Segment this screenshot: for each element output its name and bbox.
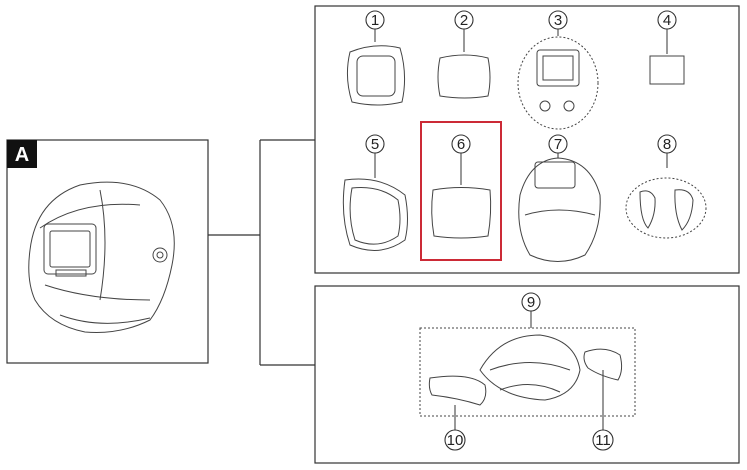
assembly-a-box xyxy=(6,139,209,364)
callout-9: 9 xyxy=(527,294,535,311)
helmet-assembly-illustration xyxy=(28,181,175,333)
part-5-illustration xyxy=(342,178,408,251)
callout-3: 3 xyxy=(554,12,562,29)
callout-numbers: 1 2 3 4 5 6 7 8 9 10 11 xyxy=(371,12,671,449)
callout-6: 6 xyxy=(457,136,465,153)
part-4-illustration xyxy=(649,55,685,85)
callout-4: 4 xyxy=(663,12,671,29)
assembly-a-letter: A xyxy=(15,144,29,166)
upper-parts-box xyxy=(314,5,740,274)
callout-5: 5 xyxy=(371,136,379,153)
part-6-highlight-box xyxy=(420,121,502,261)
callout-10: 10 xyxy=(447,432,464,449)
part-9-illustration xyxy=(419,327,636,417)
part-3-illustration xyxy=(517,36,599,130)
connector-lines xyxy=(208,139,315,366)
lower-parts-box xyxy=(314,285,740,464)
part-10-illustration xyxy=(428,375,487,406)
leader-lines xyxy=(374,29,668,430)
callout-8: 8 xyxy=(663,136,671,153)
part-7-illustration xyxy=(518,157,601,262)
callout-1: 1 xyxy=(371,12,379,29)
part-8-illustration xyxy=(625,177,707,239)
part-1-illustration xyxy=(346,45,406,106)
callout-7: 7 xyxy=(554,136,562,153)
callout-11: 11 xyxy=(595,432,611,449)
part-2-illustration xyxy=(437,54,491,99)
part-11-illustration xyxy=(583,348,623,381)
part-6-illustration xyxy=(431,187,492,239)
assembly-a-label: A xyxy=(7,140,37,168)
callout-2: 2 xyxy=(460,12,468,29)
